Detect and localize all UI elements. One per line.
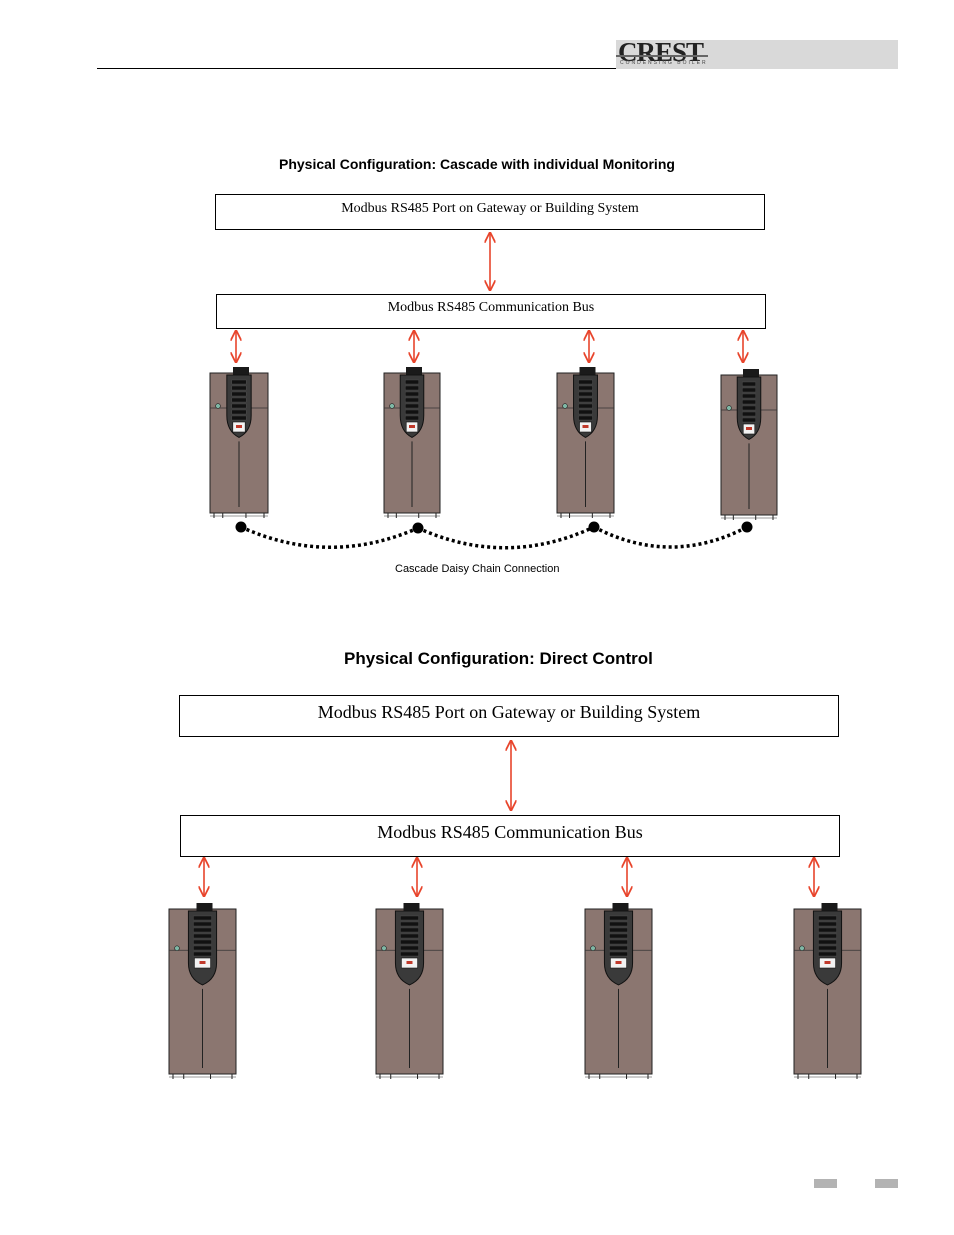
figure2-boiler-3 [584,903,653,1079]
daisy-chain-link-2 [417,525,595,550]
figure2-boiler-2 [375,903,444,1079]
daisy-chain-link-1 [240,525,419,549]
brand-subtitle: CONDENSING BOILER [620,60,708,66]
figure1-boiler-1 [209,367,269,518]
brand-logo-bar: CREST CONDENSING BOILER [616,37,898,69]
daisy-chain-link-3 [593,525,748,549]
figure2-boiler-4 [793,903,862,1079]
figure2-gateway-box: Modbus RS485 Port on Gateway or Building… [179,695,839,737]
daisy-chain-node-4 [741,521,753,533]
figure1-bus-box: Modbus RS485 Communication Bus [216,294,766,329]
figure2-boiler-1 [168,903,237,1079]
header-rule [97,68,639,69]
page-tab-left [814,1179,837,1188]
page-tab-right [875,1179,898,1188]
brand-logo: CREST [618,37,704,67]
figure1-boiler-3 [556,367,615,518]
figure1-title: Physical Configuration: Cascade with ind… [279,156,675,172]
figure2-title: Physical Configuration: Direct Control [344,649,653,668]
daisy-chain-label: Cascade Daisy Chain Connection [395,563,560,575]
figure1-boiler-4 [720,369,778,520]
figure2-bus-box: Modbus RS485 Communication Bus [180,815,840,857]
figure1-boiler-2 [383,367,441,518]
figure1-gateway-box: Modbus RS485 Port on Gateway or Building… [215,194,765,230]
brand-swoosh [616,55,708,57]
